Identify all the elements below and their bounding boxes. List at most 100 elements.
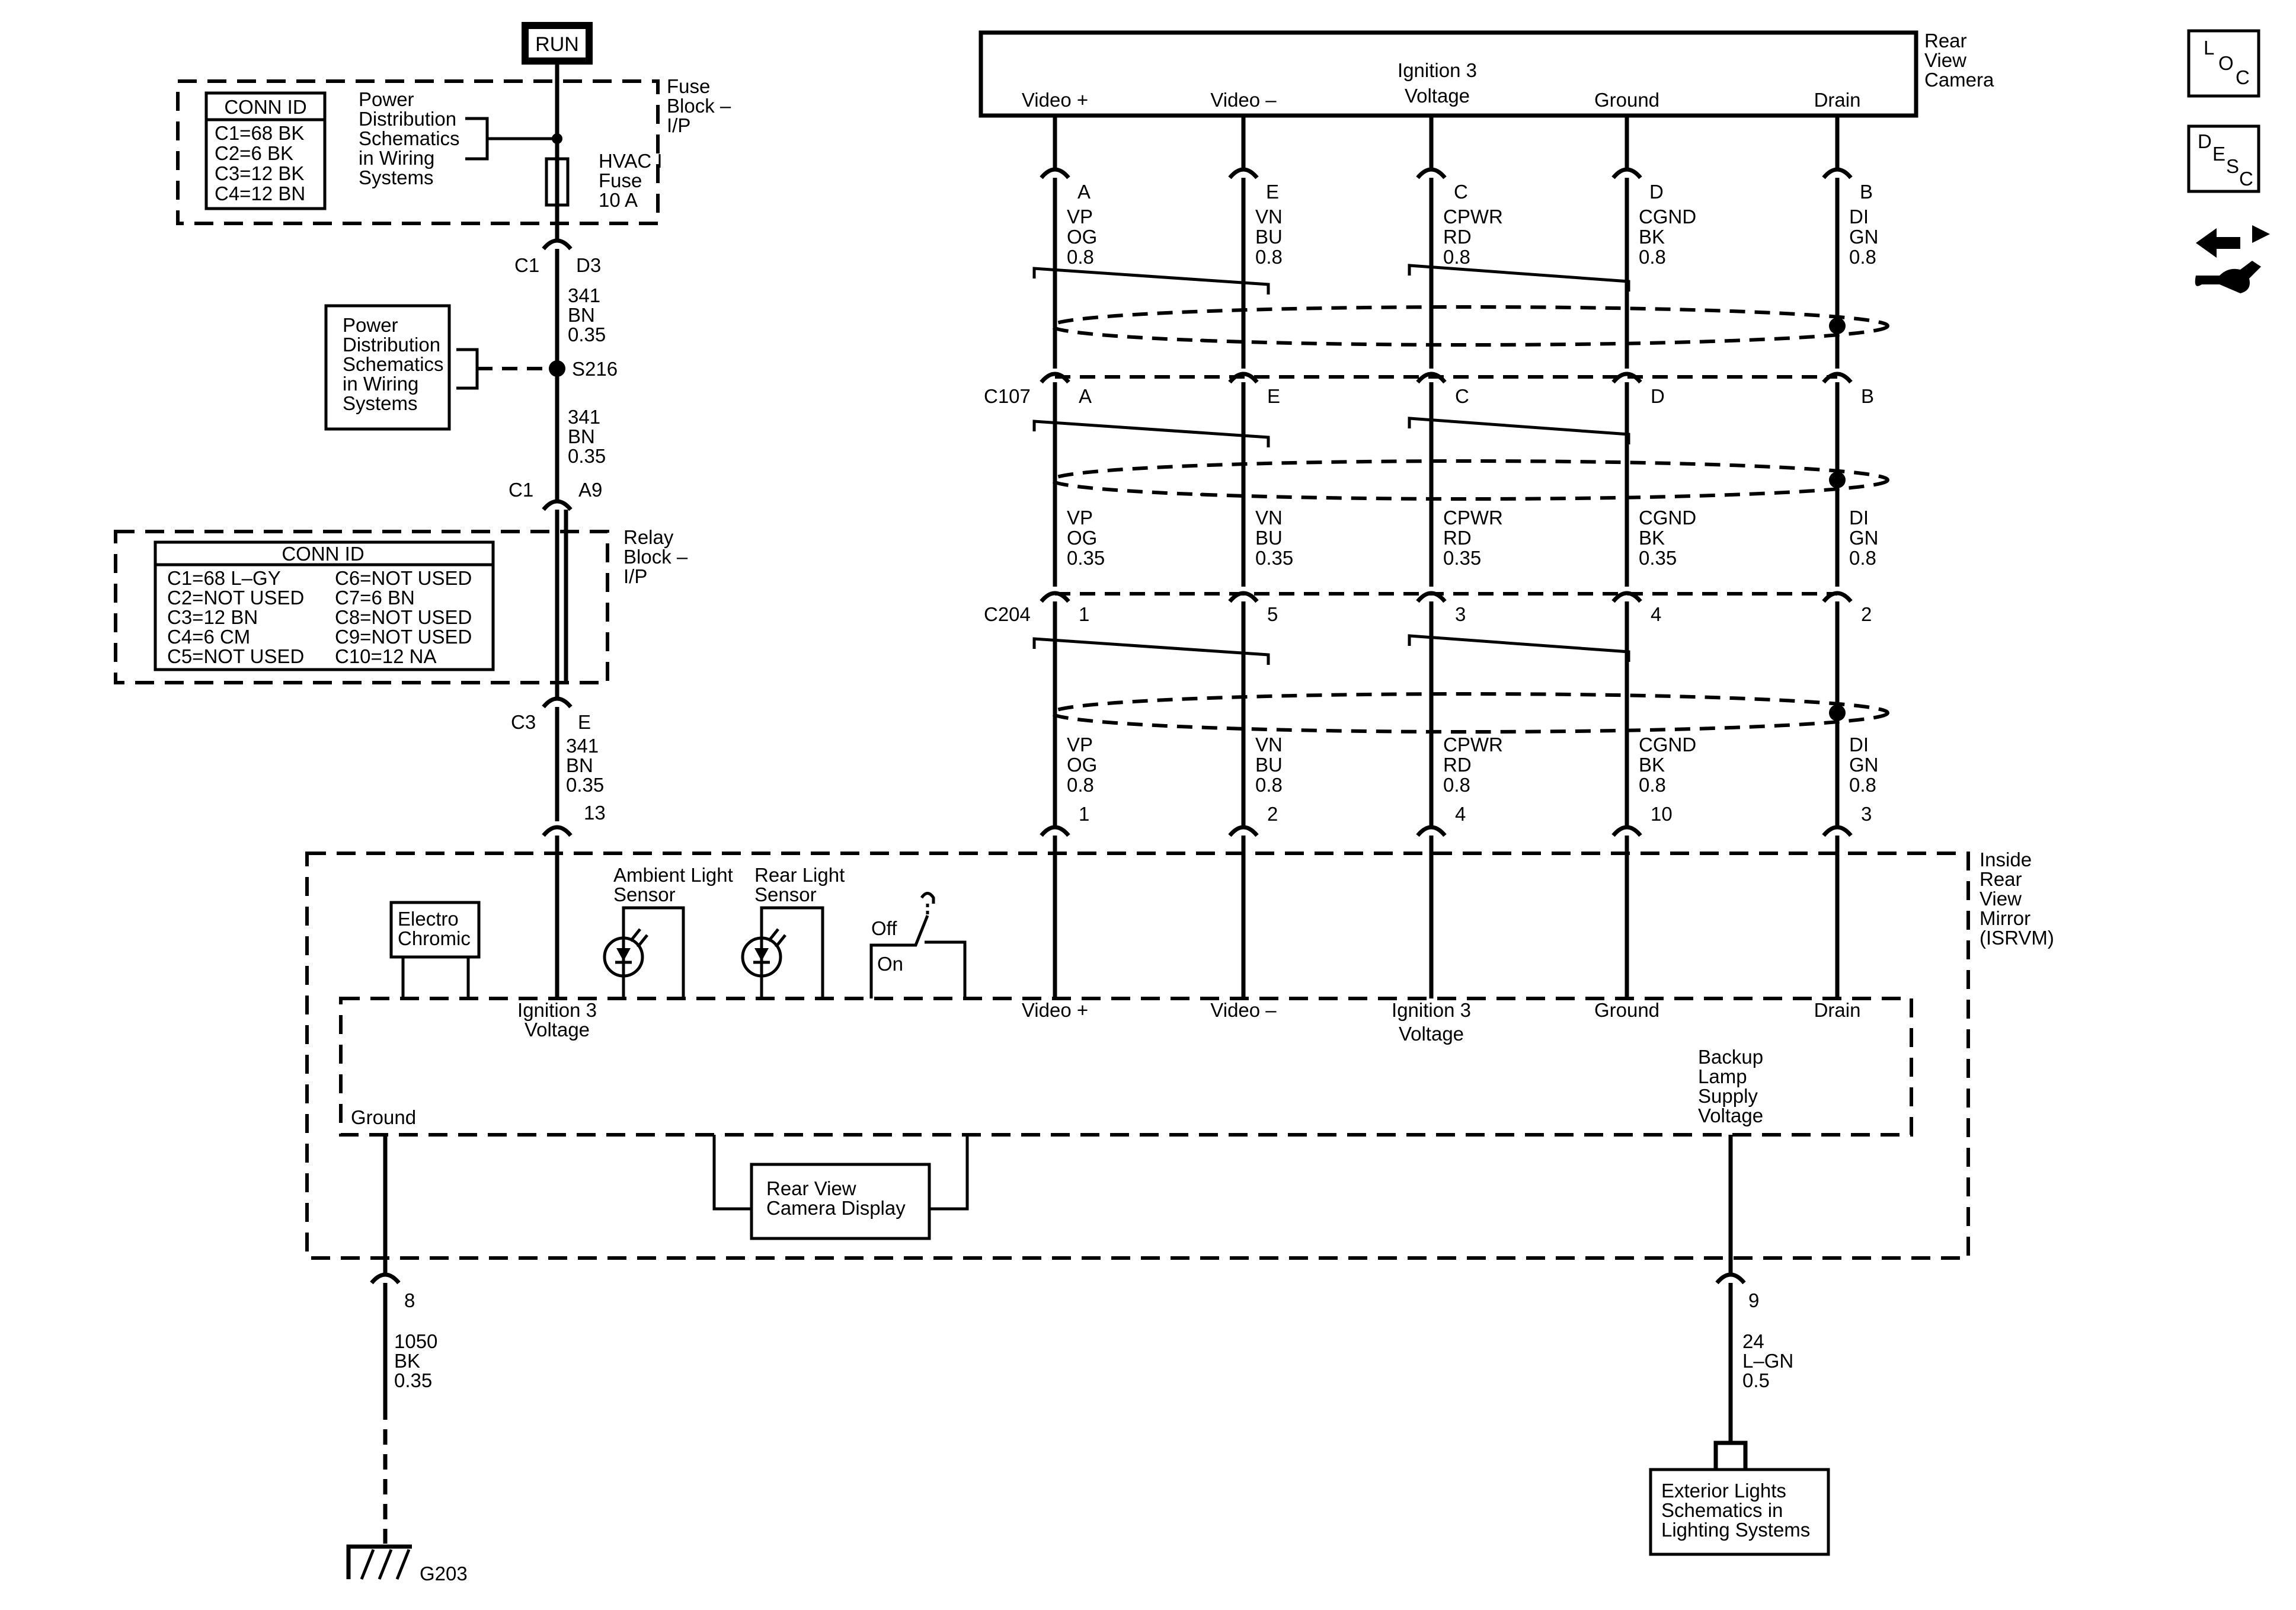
wire2-label: 341 BN 0.35 xyxy=(568,406,606,467)
wire-line: DI xyxy=(1849,206,1869,228)
desc-icon[interactable]: D E S C xyxy=(2187,124,2260,193)
wire-line: BK xyxy=(1639,527,1665,549)
mirror-ign-line: Voltage xyxy=(525,1019,590,1041)
isrvm-line: (ISRVM) xyxy=(1980,927,2054,949)
mirror-pin-label: 3 xyxy=(1861,803,1872,825)
connector-pin-8 xyxy=(370,1272,401,1285)
c1-label: C1 xyxy=(514,254,539,276)
mirror-ground-label: Ground xyxy=(351,1106,416,1128)
connector-mirror-pin xyxy=(1611,825,1642,837)
relay-block-outline xyxy=(114,530,609,684)
wire-line: 0.8 xyxy=(1067,774,1094,796)
connector-mirror-pin xyxy=(1416,825,1447,837)
wire-line: 0.35 xyxy=(1443,547,1481,569)
relay-line: Block – xyxy=(623,546,688,568)
connector-c1-a9 xyxy=(542,499,573,511)
mirror-pin-label: 1 xyxy=(1079,803,1089,825)
connector-mirror-pin xyxy=(1822,825,1853,837)
relay-conn-line: C9=NOT USED xyxy=(335,626,472,648)
wire3-label: 341 BN 0.35 xyxy=(566,735,604,796)
connector-c107 xyxy=(1416,372,1447,384)
isrvm-inner-outline xyxy=(339,997,1913,1137)
wire-line: 0.35 xyxy=(394,1369,432,1391)
wire-line: 0.35 xyxy=(1067,547,1105,569)
pin-9-label: 9 xyxy=(1748,1289,1759,1311)
wire-line: RD xyxy=(1443,226,1472,248)
connector-c107 xyxy=(1822,372,1853,384)
light-rays-icon xyxy=(768,928,786,948)
wire-line: 0.35 xyxy=(566,774,604,796)
fuse-line: HVAC I xyxy=(599,150,663,172)
fuse-conn-id: CONN ID C1=68 BK C2=6 BK C3=12 BK C4=12 … xyxy=(204,91,327,210)
shield-ellipse-2 xyxy=(1050,459,1889,501)
run-indicator: RUN xyxy=(522,22,593,65)
camera-pin-label: Ground xyxy=(1594,89,1659,111)
isrvm-name: Inside Rear View Mirror (ISRVM) xyxy=(1980,849,2054,949)
wire-line: CGND xyxy=(1639,734,1696,756)
fuse-conn-line: C1=68 BK xyxy=(215,122,304,144)
pin-8-label: 8 xyxy=(404,1289,415,1311)
c107-pin-label: E xyxy=(1267,385,1280,407)
pds-line: Power xyxy=(359,88,414,110)
wire-line: OG xyxy=(1067,527,1097,549)
light-rays-icon xyxy=(629,928,648,948)
wire-line: VP xyxy=(1067,206,1093,228)
fuse-conn-line: C4=12 BN xyxy=(215,183,305,204)
wire-line: GN xyxy=(1849,226,1879,248)
wire-line: 0.5 xyxy=(1742,1369,1770,1391)
backup-line: Voltage xyxy=(1698,1105,1763,1126)
relay-conn-line: C3=12 BN xyxy=(167,606,258,628)
connector-repair-icon[interactable] xyxy=(2195,225,2270,293)
exterior-lights-box: Exterior Lights Schematics in Lighting S… xyxy=(1649,1468,1830,1556)
connector-camera-pin xyxy=(1416,167,1447,180)
connector-pin-13 xyxy=(542,825,573,837)
wire-line: CPWR xyxy=(1443,734,1503,756)
fuse-block-outline xyxy=(176,79,660,225)
fuse-block-line: Fuse xyxy=(667,75,710,97)
connector-c107 xyxy=(1040,372,1070,384)
shield-ellipse-3 xyxy=(1050,692,1889,734)
fuse-conn-title: CONN ID xyxy=(224,96,306,118)
camera-ign-line: Ignition 3 xyxy=(1398,59,1477,81)
c3-label: C3 xyxy=(511,711,536,733)
wire-line: VN xyxy=(1255,206,1283,228)
fuse-line: 10 A xyxy=(599,189,638,211)
isrvm-outline xyxy=(305,852,1970,1260)
c107-label: C107 xyxy=(984,385,1031,407)
c204-pin-label: 4 xyxy=(1651,603,1661,625)
twist-marks xyxy=(1032,264,1630,665)
ambient-light-sensor: Ambient Light Sensor xyxy=(603,864,733,998)
pds-line: Distribution xyxy=(359,108,456,130)
relay-conn-id: CONN ID C1=68 L–GY C2=NOT USED C3=12 BN … xyxy=(154,540,495,671)
ground-wire-label: 1050 BK 0.35 xyxy=(394,1330,437,1391)
g203-label: G203 xyxy=(420,1563,468,1585)
c204-pin-label: 2 xyxy=(1861,603,1872,625)
wire-line: 0.8 xyxy=(1443,246,1470,268)
ext-line: Schematics in xyxy=(1661,1499,1783,1521)
c107-pin-label: C xyxy=(1455,385,1469,407)
fuse-label: HVAC I Fuse 10 A xyxy=(599,150,663,211)
c204-pin-label: 3 xyxy=(1455,603,1466,625)
pin-13-label: 13 xyxy=(584,802,606,824)
wire-line: RD xyxy=(1443,527,1472,549)
wire-line: DI xyxy=(1849,734,1869,756)
desc-letter: C xyxy=(2239,168,2253,190)
off-on-switch: Off On xyxy=(869,892,967,998)
wire-line: 1050 xyxy=(394,1330,437,1352)
display-line: Camera Display xyxy=(766,1197,906,1219)
wire-line: BU xyxy=(1255,754,1283,776)
fuse-pds-ref: Power Distribution Schematics in Wiring … xyxy=(359,88,557,188)
c107-pin-label: B xyxy=(1861,385,1874,407)
run-label: RUN xyxy=(535,33,579,56)
drain-shield-junction xyxy=(1829,472,1846,488)
wire-line: 0.8 xyxy=(1849,547,1876,569)
loc-icon[interactable]: L O C xyxy=(2187,29,2260,98)
ext-line: Lighting Systems xyxy=(1661,1519,1810,1541)
c1-a9-conn: C1 xyxy=(509,479,533,501)
camera-pin-letter: A xyxy=(1077,181,1091,203)
connector-c3-e xyxy=(542,696,573,709)
relay-conn-title: CONN ID xyxy=(282,543,364,565)
connector-camera-pin xyxy=(1040,167,1070,180)
